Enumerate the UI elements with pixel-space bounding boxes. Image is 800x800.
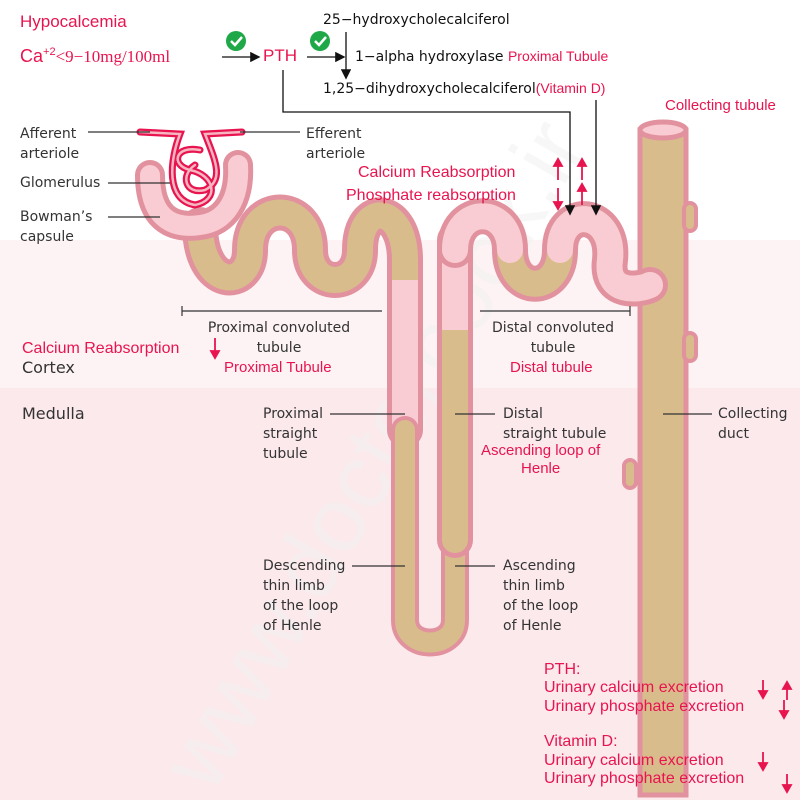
- ca-symbol: Ca: [20, 46, 44, 66]
- arrow-down-icon: [757, 680, 769, 700]
- distal-tubule-red-label: Distal tubule: [510, 359, 593, 376]
- check-icon: [310, 31, 330, 51]
- descending-limb-label: Descending thin limb of the loop of Henl…: [263, 558, 346, 634]
- proximal-tubule-red-label: Proximal Tubule: [224, 359, 332, 376]
- hypocalcemia-label: Hypocalcemia: [20, 12, 127, 31]
- distal-convoluted-label: Distal convoluted tubule: [491, 320, 615, 356]
- arrow-down-icon: [209, 338, 221, 360]
- proximal-tubule: [182, 194, 423, 448]
- calcium-reabsorption-label: Calcium Reabsorption: [358, 164, 516, 181]
- collecting-duct: [622, 119, 698, 798]
- check-icon: [226, 31, 246, 51]
- trend-arrows: [209, 157, 793, 794]
- precursor-label: 25−hydroxycholecalciferol: [323, 12, 510, 28]
- leader-lines: [88, 131, 712, 567]
- collecting-tubule-label: Collecting tubule: [665, 97, 776, 114]
- medulla-label: Medulla: [22, 404, 85, 423]
- proximal-calcium-reabsorption-label: Calcium Reabsorption: [22, 340, 180, 357]
- afferent-arteriole-label: Afferent arteriole: [20, 126, 80, 162]
- ascending-limb-label: Ascending thin limb of the loop of Henle: [503, 558, 579, 634]
- distal-tubule: [437, 198, 668, 307]
- pth-calcium-effect: Urinary calcium excretion: [544, 679, 724, 696]
- ca-charge: +2: [43, 46, 56, 58]
- vitd-phosphate-effect: Urinary phosphate excretion: [544, 770, 745, 787]
- arrow-down-icon: [552, 188, 564, 211]
- product-line: 1,25−dihydroxycholecalciferol(Vitamin D): [323, 78, 605, 99]
- collecting-duct-label: Collecting duct: [718, 406, 788, 442]
- product-note: (Vitamin D): [535, 80, 606, 96]
- vitd-effects-title: Vitamin D:: [544, 733, 618, 750]
- arrow-up-icon: [576, 157, 588, 180]
- pathway-arrows: [222, 32, 602, 216]
- proximal-convoluted-label: Proximal convoluted tubule: [207, 320, 351, 356]
- pth-phosphate-effect: Urinary phosphate excretion: [544, 698, 745, 715]
- ca-threshold: <9−10mg/100ml: [55, 47, 171, 66]
- product-label: 1,25−dihydroxycholecalciferol: [323, 81, 536, 97]
- bowmans-capsule-label: Bowman’s capsule: [20, 209, 93, 245]
- calcium-condition: Ca+2<9−10mg/100ml: [20, 42, 170, 67]
- arrow-down-icon: [781, 774, 793, 794]
- enzyme-label: 1−alpha hydroxylase: [355, 49, 504, 65]
- efferent-arteriole-label: Efferent arteriole: [306, 126, 366, 162]
- pth-label: PTH: [263, 46, 297, 65]
- proximal-straight-label: Proximal straight tubule: [263, 406, 324, 462]
- arrow-up-icon: [781, 680, 793, 700]
- arrow-down-icon: [778, 700, 790, 720]
- cortex-label: Cortex: [22, 358, 75, 377]
- vitd-calcium-effect: Urinary calcium excretion: [544, 752, 724, 769]
- distal-straight-label: Distal straight tubule: [503, 406, 607, 442]
- ascending-loop-red-label: Ascending loop of Henle: [481, 442, 601, 477]
- glomerulus-label: Glomerulus: [20, 175, 101, 191]
- pth-effects-title: PTH:: [544, 661, 581, 678]
- arrow-up-icon: [576, 182, 588, 205]
- arrow-up-icon: [552, 157, 564, 180]
- enzyme-site: Proximal Tubule: [507, 48, 609, 64]
- arrow-down-icon: [757, 752, 769, 772]
- enzyme-line: 1−alpha hydroxylase Proximal Tubule: [355, 46, 608, 67]
- phosphate-reabsorption-label: Phosphate reabsorption: [346, 187, 516, 204]
- renal-corpuscle: [135, 128, 254, 241]
